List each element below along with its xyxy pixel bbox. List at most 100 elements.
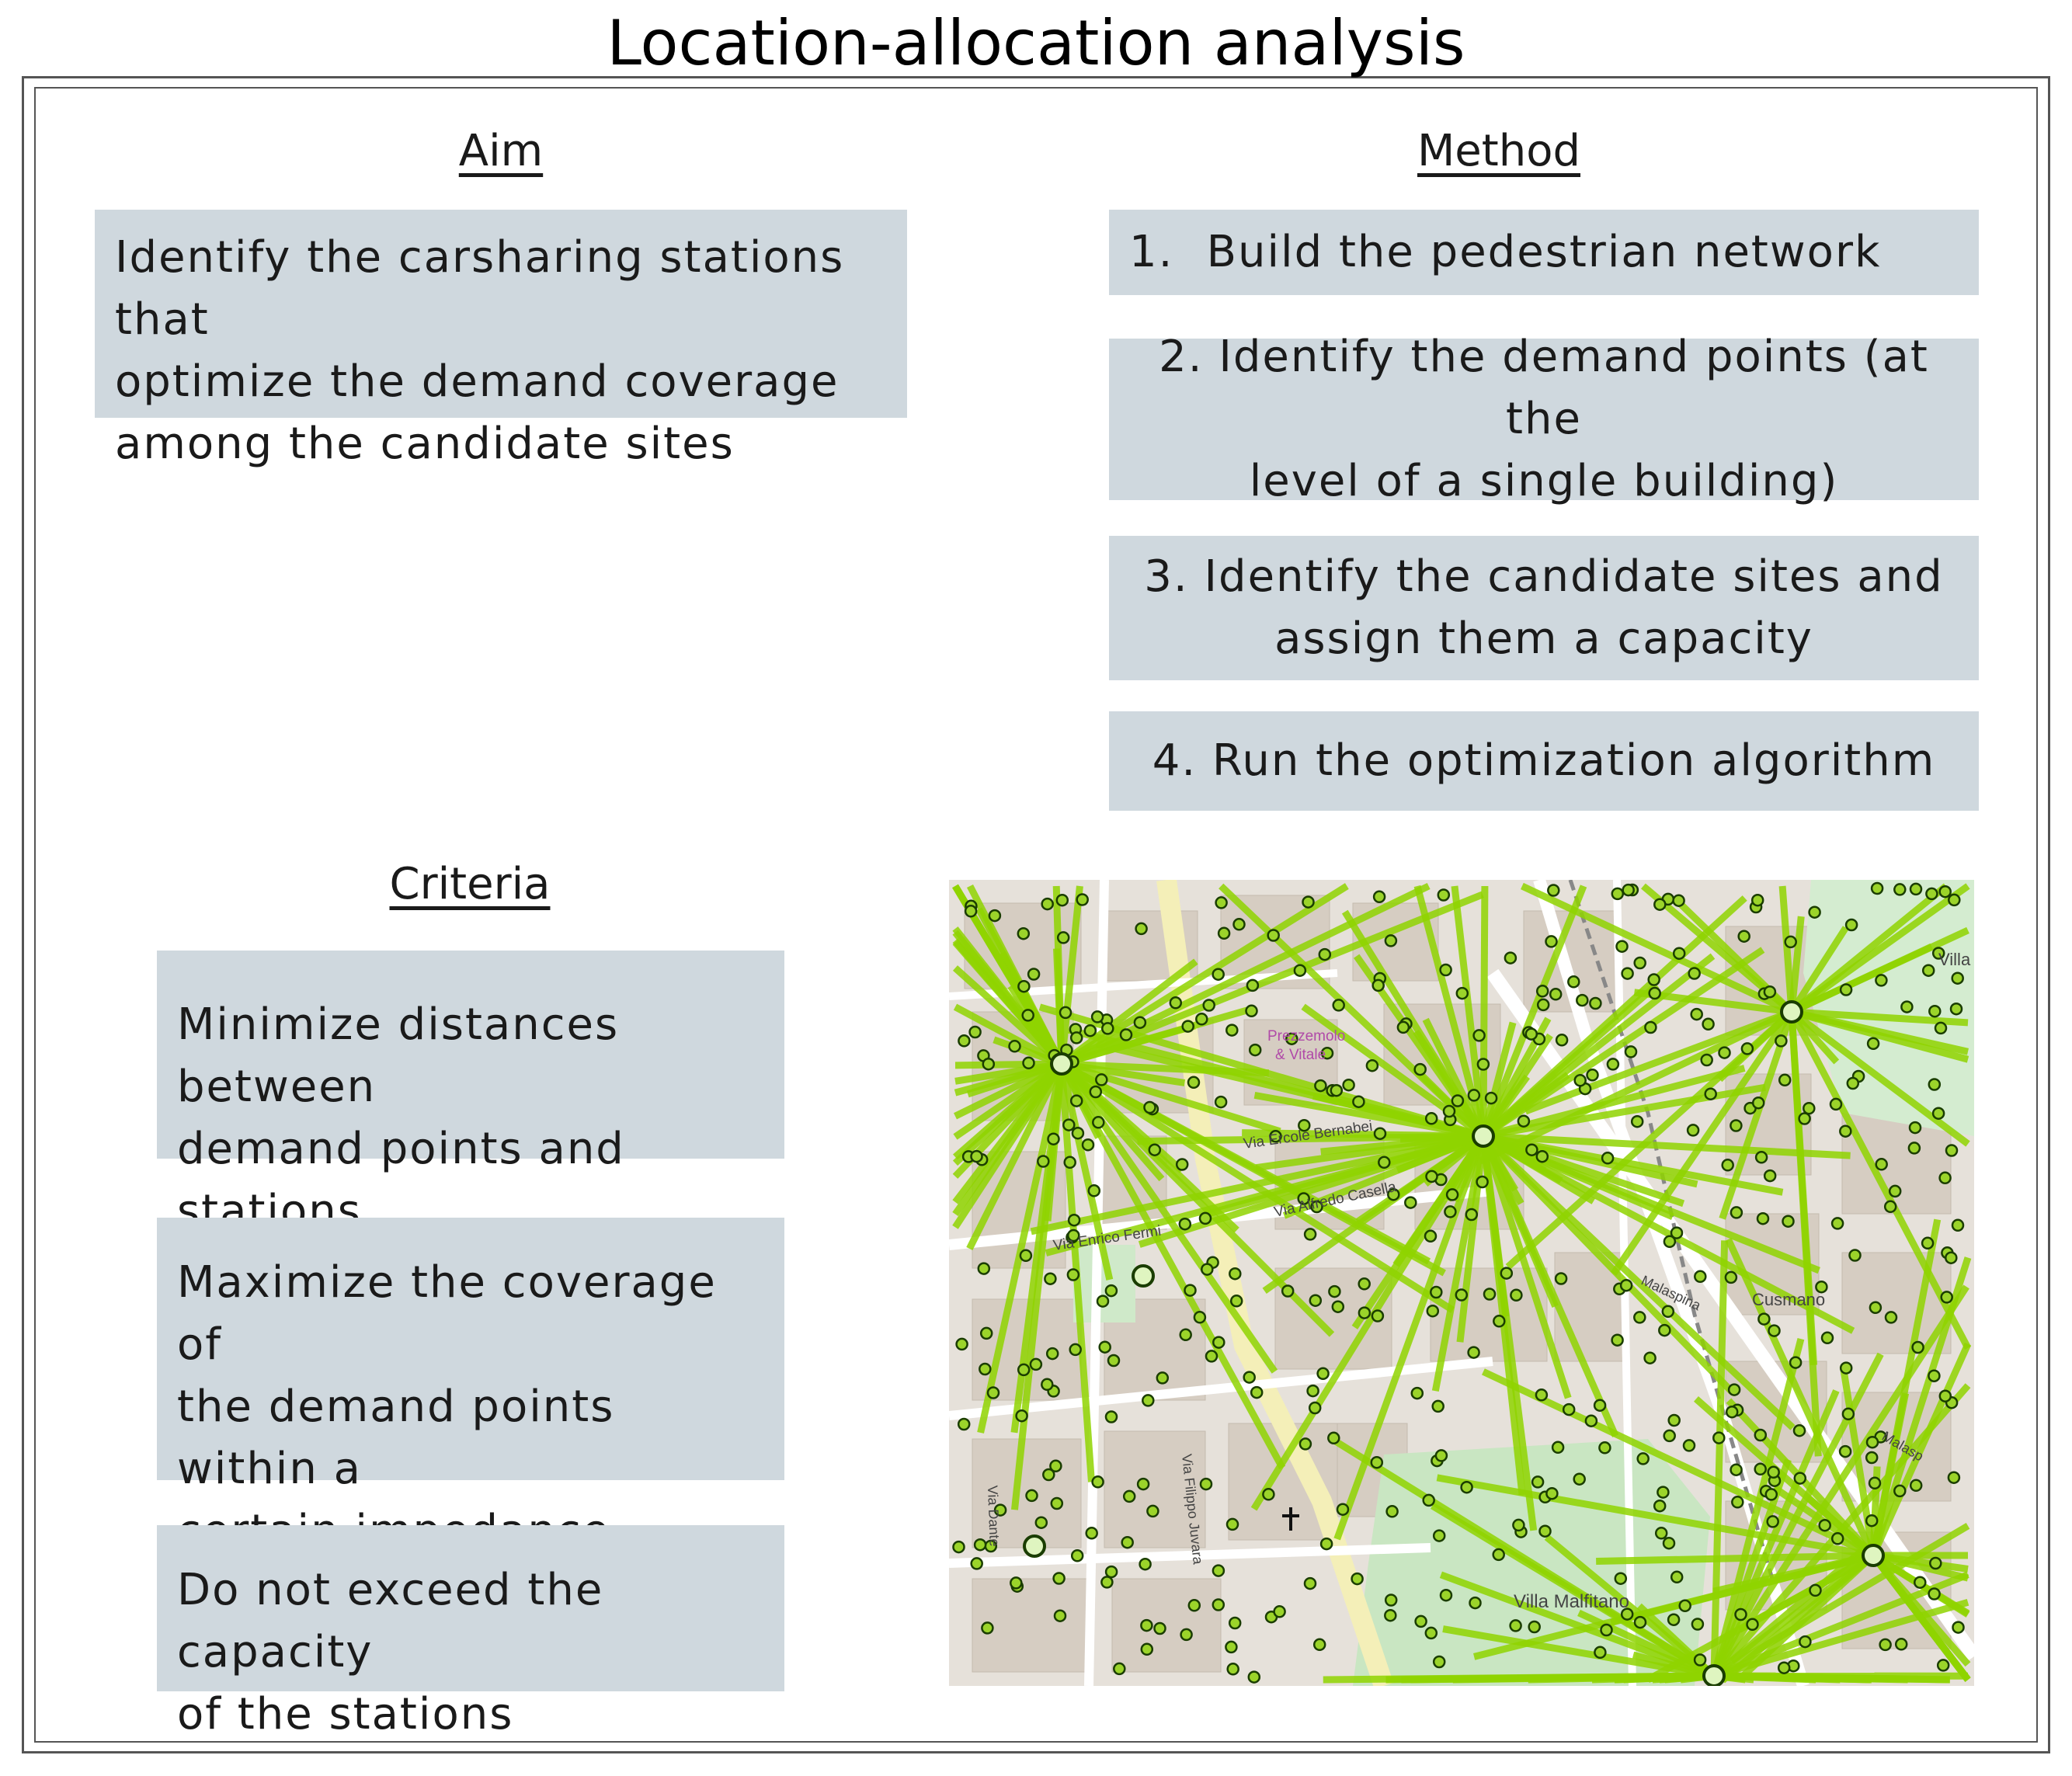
criteria-item-3-line-1: Do not exceed the capacity [177, 1565, 604, 1677]
allocation-line [1710, 1338, 1805, 1677]
demand-point [1021, 1009, 1034, 1022]
demand-point [1648, 986, 1661, 1000]
demand-point [1092, 1116, 1105, 1129]
demand-point [1921, 1236, 1935, 1250]
inner-frame [34, 87, 2038, 1743]
demand-point [1312, 1638, 1326, 1652]
demand-point [1688, 967, 1701, 980]
demand-point [1653, 1499, 1667, 1513]
demand-point [1730, 1206, 1743, 1219]
demand-point [1431, 1399, 1444, 1413]
allocation-line [952, 1062, 1065, 1217]
allocation-line [1778, 885, 1796, 1013]
demand-point [1047, 1132, 1060, 1145]
demand-point [1066, 1268, 1080, 1281]
demand-point [1844, 918, 1858, 932]
demand-point [1512, 1518, 1525, 1532]
allocation-line [1479, 885, 1587, 1138]
demand-point [1029, 1357, 1043, 1371]
demand-point [1678, 1599, 1691, 1613]
demand-point [1554, 1272, 1568, 1285]
demand-point [1621, 967, 1634, 980]
demand-point [1934, 1021, 1948, 1035]
demand-point [1442, 1104, 1456, 1118]
demand-point [1202, 999, 1215, 1012]
map-label-vitale: & Vitale [1275, 1047, 1326, 1063]
demand-point [1764, 1488, 1778, 1501]
demand-point [1731, 1496, 1744, 1509]
allocation-line [1479, 1008, 1793, 1165]
demand-point [1309, 1294, 1323, 1307]
allocation-line [1392, 1134, 1486, 1267]
demand-point [1437, 888, 1451, 902]
demand-point [1894, 1638, 1908, 1651]
demand-point [1730, 1463, 1743, 1476]
demand-point [1226, 1663, 1239, 1676]
demand-point [1384, 1594, 1398, 1607]
demand-point [1306, 1384, 1319, 1398]
demand-point [1883, 1200, 1897, 1214]
demand-point [964, 905, 978, 918]
demand-point [1201, 1263, 1214, 1276]
demand-point [1139, 1557, 1152, 1571]
criteria-item-2-line-1: Maximize the coverage of [177, 1257, 717, 1370]
demand-point [1865, 1514, 1879, 1527]
demand-point [1777, 1661, 1791, 1674]
demand-point [1841, 1407, 1855, 1421]
demand-point [1062, 1118, 1076, 1131]
aim-line-2: optimize the demand coverage [115, 356, 840, 407]
demand-point [1818, 1518, 1831, 1532]
demand-point [1931, 947, 1945, 960]
demand-point [1069, 1031, 1083, 1044]
demand-point [1091, 1475, 1104, 1489]
demand-point [1281, 1284, 1295, 1298]
demand-point [1938, 1389, 1952, 1402]
demand-point [1156, 1371, 1170, 1385]
demand-point [973, 1538, 987, 1552]
demand-point [1809, 1583, 1822, 1597]
demand-point [1034, 1516, 1048, 1529]
demand-point [1658, 1323, 1671, 1337]
aim-line-1: Identify the carsharing stations that [115, 232, 845, 345]
demand-point [1928, 1587, 1941, 1600]
demand-point [1907, 1142, 1921, 1155]
demand-point [1725, 1405, 1739, 1419]
demand-point [1308, 1401, 1322, 1415]
demand-point [1184, 1284, 1197, 1297]
demand-point [1465, 1208, 1479, 1222]
allocation-line [1596, 1552, 1874, 1566]
allocation-line [966, 1060, 1063, 1098]
cross-icon [1282, 1507, 1299, 1531]
demand-point [1865, 1451, 1879, 1465]
demand-point [1143, 1100, 1156, 1114]
demand-point [1775, 1034, 1788, 1048]
demand-point [1358, 1277, 1371, 1291]
demand-point [1949, 1002, 1963, 1016]
demand-point [1015, 1409, 1028, 1423]
allocation-line [953, 1061, 1064, 1140]
demand-point [1229, 1295, 1243, 1308]
demand-point [1050, 1496, 1064, 1510]
criteria-item-1-line-1: Minimize distances between [177, 999, 620, 1112]
allocation-line [1061, 1060, 1186, 1086]
allocation-line [1479, 1135, 1572, 1399]
demand-point [1104, 1410, 1118, 1423]
demand-point [1536, 998, 1550, 1012]
demand-point [1332, 999, 1345, 1012]
demand-point [1378, 1156, 1391, 1170]
demand-point [1199, 1477, 1213, 1491]
allocation-line [1610, 1010, 1795, 1276]
demand-point [1535, 1149, 1549, 1163]
allocation-line [1481, 1072, 1570, 1139]
demand-point [1135, 922, 1148, 936]
method-step-1: 1. Build the pedestrian network [1109, 210, 1979, 295]
allocation-line [1312, 1092, 1485, 1140]
outer-frame [22, 76, 2050, 1753]
demand-point [1246, 978, 1260, 992]
demand-point [1633, 1615, 1647, 1629]
demand-point [1763, 985, 1777, 999]
demand-point [1444, 1205, 1457, 1218]
demand-point [1133, 1016, 1147, 1029]
demand-point [1269, 1130, 1282, 1143]
demand-point [1303, 1576, 1317, 1590]
